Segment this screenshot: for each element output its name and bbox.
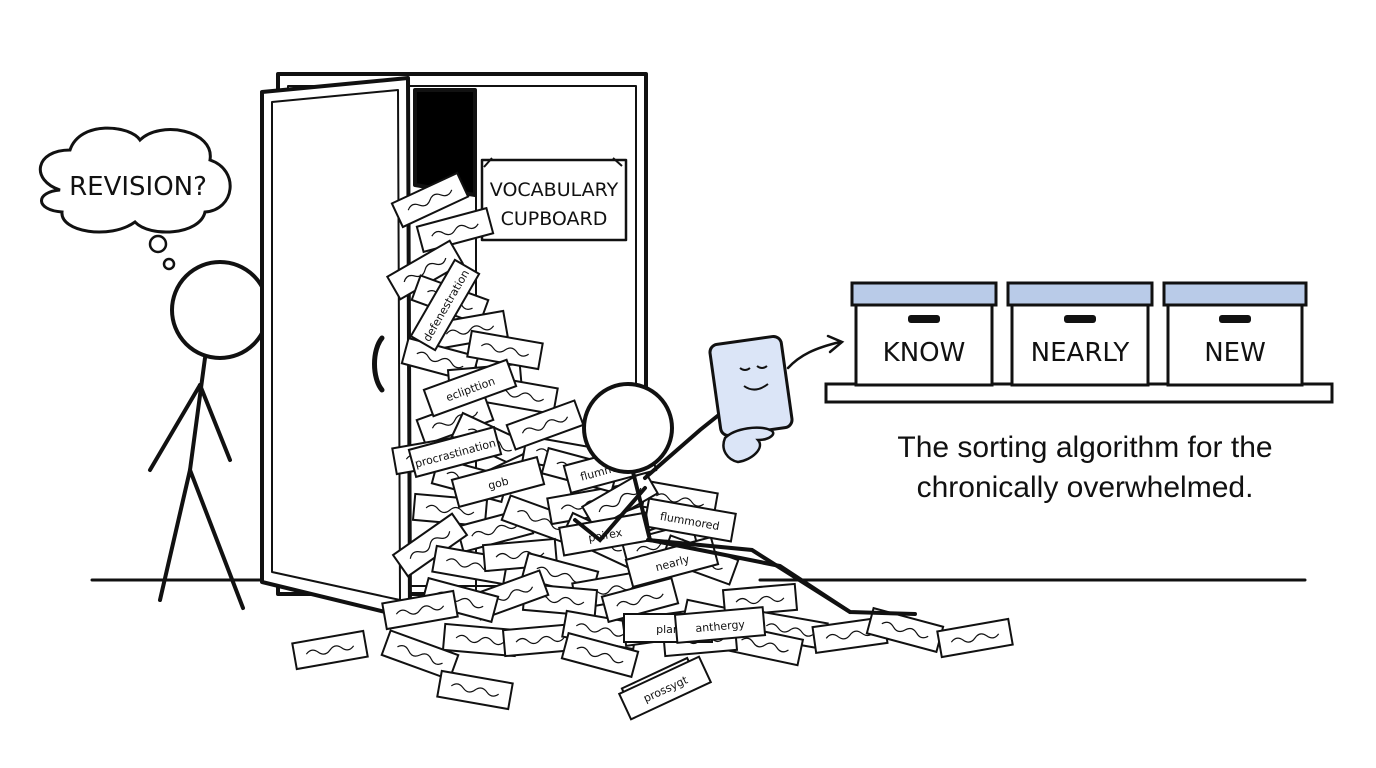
word-card-scribble <box>576 623 624 637</box>
box-label: NEARLY <box>1031 338 1130 368</box>
box-new: NEW <box>1162 281 1308 387</box>
word-card-text: anthergy <box>695 618 746 635</box>
word-card-scribble <box>403 257 447 283</box>
word-card <box>673 606 767 644</box>
word-card-scribble <box>416 351 464 369</box>
cupboard-sign: VOCABULARY CUPBOARD <box>480 157 628 242</box>
word-card <box>450 455 546 509</box>
word-card-scribble <box>305 645 355 655</box>
word-card-scribble <box>741 637 789 653</box>
word-card-scribble <box>409 531 451 559</box>
vocabulary-cupboard: VOCABULARY CUPBOARD <box>260 72 648 620</box>
word-card-scribble <box>395 605 445 615</box>
door-handle <box>372 335 385 393</box>
word-card-scribble <box>521 416 569 434</box>
word-card-scribble <box>481 343 529 357</box>
cupboard-door <box>260 76 412 620</box>
box-label: KNOW <box>883 338 966 368</box>
word-card <box>407 425 503 479</box>
word-card-scribble <box>445 325 495 335</box>
tablet <box>708 334 794 438</box>
sitting-stick-figure <box>573 382 917 616</box>
word-card-pile: procrastinationflummoxeddefenestrationne… <box>291 171 1014 721</box>
word-card-scribble <box>881 621 929 639</box>
caption: The sorting algorithm for the chronicall… <box>845 428 1325 508</box>
cupboard-sign-line2: CUPBOARD <box>501 208 608 230</box>
caption-line2: chronically overwhelmed. <box>916 471 1254 504</box>
box-know: KNOW <box>850 281 998 387</box>
word-card <box>422 358 518 418</box>
word-card-scribble <box>766 623 814 637</box>
hand-icon <box>722 426 775 464</box>
word-card-scribble <box>425 504 475 516</box>
word-card-scribble <box>950 633 1000 643</box>
word-card-scribble <box>515 635 565 645</box>
box-label: NEW <box>1204 338 1266 368</box>
word-card <box>409 258 481 352</box>
word-card-scribble <box>825 630 875 640</box>
word-card <box>617 655 713 721</box>
word-card-text: gob <box>487 474 510 492</box>
thought-bubble-text: REVISION? <box>69 172 207 202</box>
word-card-scribble <box>735 595 785 605</box>
word-card-scribble <box>616 593 664 607</box>
word-card-scribble <box>397 645 443 665</box>
word-card-scribble <box>455 634 505 646</box>
cupboard-sign-line1: VOCABULARY <box>490 179 619 201</box>
word-card-text: plan <box>656 623 680 636</box>
word-card-scribble <box>598 487 642 513</box>
word-card-scribble <box>656 493 704 507</box>
box-nearly: NEARLY <box>1006 281 1154 387</box>
thought-bubble: REVISION? <box>38 126 232 271</box>
arrow-icon <box>786 334 845 370</box>
left-stick-figure <box>148 260 270 610</box>
word-card-scribble <box>431 223 479 237</box>
sorting-boxes: KNOW NEARLY NEW <box>850 281 1308 387</box>
word-card-scribble <box>407 189 453 211</box>
word-card-scribble <box>451 683 499 697</box>
caption-line1: The sorting algorithm for the <box>897 431 1273 464</box>
word-card-scribble <box>536 566 584 584</box>
word-card-scribble <box>576 646 624 664</box>
shelf <box>824 382 1334 404</box>
word-card-scribble <box>471 523 519 537</box>
word-card-scribble <box>517 510 563 530</box>
